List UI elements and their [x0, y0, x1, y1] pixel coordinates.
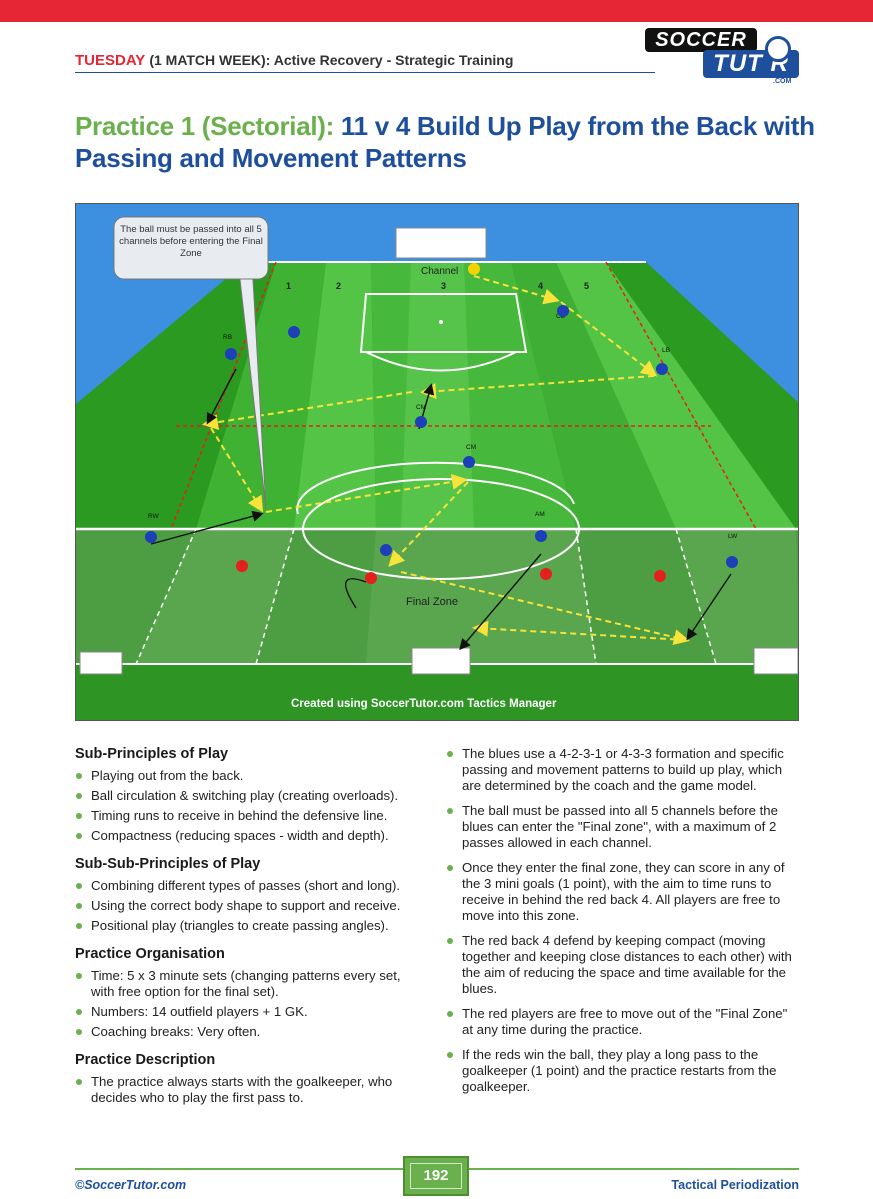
heading-sub-sub-principles: Sub-Sub-Principles of Play [75, 856, 261, 872]
left-column: Sub-Principles of Play Playing out from … [75, 746, 420, 1118]
practice-diagram: The ball must be passed into all 5 chann… [75, 203, 799, 721]
goalkeeper [468, 263, 480, 275]
red-players [236, 560, 666, 584]
heading-sub-principles: Sub-Principles of Play [75, 746, 229, 762]
list-item: Combining different types of passes (sho… [75, 878, 420, 894]
list-item: Using the correct body shape to support … [75, 898, 420, 914]
label-lb: LB [662, 347, 670, 354]
list-item: The ball must be passed into all 5 chann… [446, 803, 801, 851]
right-column: The blues use a 4-2-3-1 or 4-3-3 formati… [446, 746, 801, 1107]
list-practice-description-cont: The blues use a 4-2-3-1 or 4-3-3 formati… [446, 746, 801, 1095]
list-item: If the reds win the ball, they play a lo… [446, 1047, 801, 1095]
heading-practice-organisation: Practice Organisation [75, 946, 225, 962]
practice-title-prefix: Practice 1 (Sectorial): [75, 111, 334, 141]
final-zone-label: Final Zone [406, 596, 458, 608]
heading-practice-description: Practice Description [75, 1052, 216, 1068]
header-day: TUESDAY [75, 52, 146, 69]
header-rule [75, 72, 655, 73]
channel-number-5: 5 [584, 281, 589, 291]
main-goal [395, 227, 487, 259]
mini-goal-center [411, 647, 471, 675]
mini-goal-left [79, 651, 123, 675]
label-am: AM [535, 511, 545, 518]
list-item: The red players are free to move out of … [446, 1006, 801, 1038]
mini-goal-right [753, 647, 798, 675]
callout-bubble [113, 216, 269, 510]
list-item: Positional play (triangles to create pas… [75, 918, 420, 934]
label-rw: RW [148, 513, 160, 520]
label-cm-2: CM [466, 444, 476, 451]
page-number: 192 [403, 1156, 469, 1196]
soccer-ball-icon [765, 36, 791, 62]
logo-word-soccer: SOCCER [645, 28, 757, 52]
list-item: Coaching breaks: Very often. [75, 1024, 420, 1040]
channel-label: Channel [421, 266, 458, 277]
list-item: Ball circulation & switching play (creat… [75, 788, 420, 804]
pitch-svg: The ball must be passed into all 5 chann… [76, 204, 798, 720]
list-item: Time: 5 x 3 minute sets (changing patter… [75, 968, 420, 1000]
list-item: Numbers: 14 outfield players + 1 GK. [75, 1004, 420, 1020]
label-cb: CB [556, 313, 565, 320]
list-practice-description: The practice always starts with the goal… [75, 1074, 420, 1106]
list-item: Timing runs to receive in behind the def… [75, 808, 420, 824]
list-item: The blues use a 4-2-3-1 or 4-3-3 formati… [446, 746, 801, 794]
channel-number-4: 4 [538, 281, 543, 291]
channel-number-1: 1 [286, 281, 291, 291]
header-subtitle: (1 MATCH WEEK): Active Recovery - Strate… [149, 52, 514, 68]
channel-number-2: 2 [336, 281, 341, 291]
list-item: Compactness (reducing spaces - width and… [75, 828, 420, 844]
footer-copyright: ©SoccerTutor.com [75, 1178, 187, 1192]
logo-domain: .COM [773, 78, 792, 85]
practice-title-main: 11 v 4 Build Up Play from the Back with … [75, 111, 815, 173]
running-header: TUESDAY (1 MATCH WEEK): Active Recovery … [75, 52, 655, 69]
list-item: The red back 4 defend by keeping compact… [446, 933, 801, 997]
callout-text: The ball must be passed into all 5 chann… [119, 224, 263, 259]
label-lw: LW [728, 533, 738, 540]
diagram-credit: Created using SoccerTutor.com Tactics Ma… [291, 698, 557, 710]
list-item: Once they enter the final zone, they can… [446, 860, 801, 924]
footer-book-title: Tactical Periodization [671, 1178, 799, 1192]
list-sub-principles: Playing out from the back. Ball circulat… [75, 768, 420, 844]
list-sub-sub-principles: Combining different types of passes (sho… [75, 878, 420, 934]
blue-players [145, 305, 738, 568]
label-cm-1: CM [416, 404, 426, 411]
penalty-spot [439, 320, 443, 324]
top-red-bar [0, 0, 873, 22]
list-item: The practice always starts with the goal… [75, 1074, 420, 1106]
practice-title: Practice 1 (Sectorial): 11 v 4 Build Up … [75, 110, 815, 174]
channel-number-3: 3 [441, 281, 446, 291]
list-practice-organisation: Time: 5 x 3 minute sets (changing patter… [75, 968, 420, 1040]
soccertutor-logo: SOCCER TUT R .COM [645, 24, 805, 85]
list-item: Playing out from the back. [75, 768, 420, 784]
label-rb: RB [223, 334, 232, 341]
